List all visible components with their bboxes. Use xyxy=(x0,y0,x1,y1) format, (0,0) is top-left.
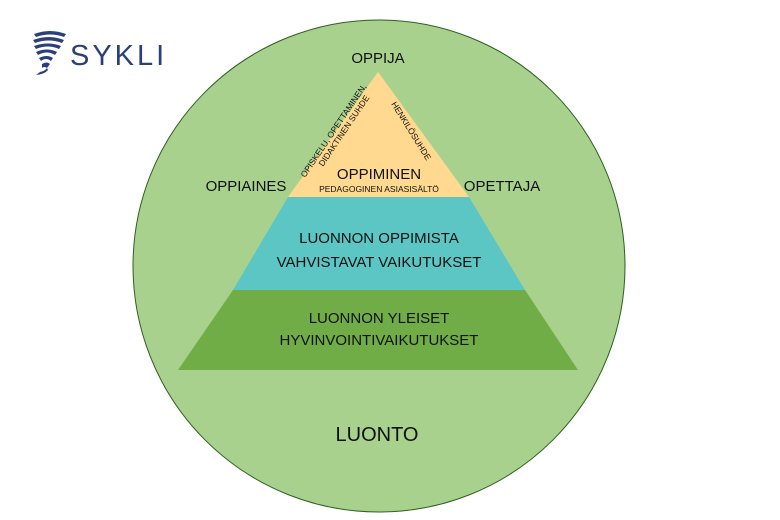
corner-label-top: OPPIJA xyxy=(351,50,404,67)
sykli-logo: SYKLI xyxy=(33,31,167,75)
learning-effects-layer xyxy=(233,197,525,290)
learning-title: OPPIMINEN xyxy=(337,166,421,183)
learning-subtitle: PEDAGOGINEN ASIASISÄLTÖ xyxy=(319,184,439,194)
corner-label-left: OPPIAINES xyxy=(206,178,287,195)
middle-layer-line2: VAHVISTAVAT VAIKUTUKSET xyxy=(277,254,482,271)
wellbeing-effects-layer xyxy=(178,290,578,370)
bottom-layer-line2: HYVINVOINTIVAIKUTUKSET xyxy=(280,332,479,349)
logo-text: SYKLI xyxy=(70,40,167,72)
bottom-layer-line1: LUONNON YLEISET xyxy=(309,310,450,327)
tornado-icon xyxy=(33,31,66,75)
middle-layer-line1: LUONNON OPPIMISTA xyxy=(299,230,459,247)
learning-layer xyxy=(288,72,469,197)
nature-label: LUONTO xyxy=(336,424,419,446)
corner-label-right: OPETTAJA xyxy=(464,178,540,195)
